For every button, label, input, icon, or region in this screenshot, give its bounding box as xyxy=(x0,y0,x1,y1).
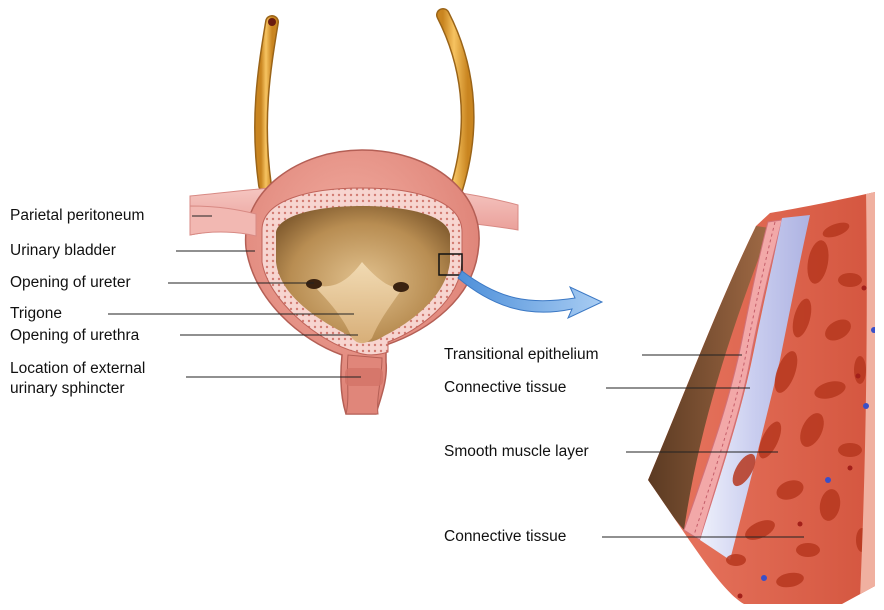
magnify-arrow-icon xyxy=(458,271,602,318)
label-transitional-epithelium: Transitional epithelium xyxy=(444,346,599,364)
ureter-lumen-icon xyxy=(268,18,276,26)
label-opening-of-urethra: Opening of urethra xyxy=(10,327,139,345)
label-connective-tissue-outer: Connective tissue xyxy=(444,528,566,546)
label-connective-tissue-inner: Connective tissue xyxy=(444,379,566,397)
label-external-sphincter: Location of external urinary sphincter xyxy=(10,359,145,399)
right-ureter-opening xyxy=(393,282,409,292)
bladder-wall-section xyxy=(648,190,881,604)
label-smooth-muscle-layer: Smooth muscle layer xyxy=(444,443,589,461)
urinary-bladder-body xyxy=(246,150,480,414)
label-parietal-peritoneum: Parietal peritoneum xyxy=(10,207,144,225)
label-trigone: Trigone xyxy=(10,305,62,323)
label-urinary-bladder: Urinary bladder xyxy=(10,242,116,260)
label-opening-of-ureter: Opening of ureter xyxy=(10,274,131,292)
left-ureter-opening xyxy=(306,279,322,289)
